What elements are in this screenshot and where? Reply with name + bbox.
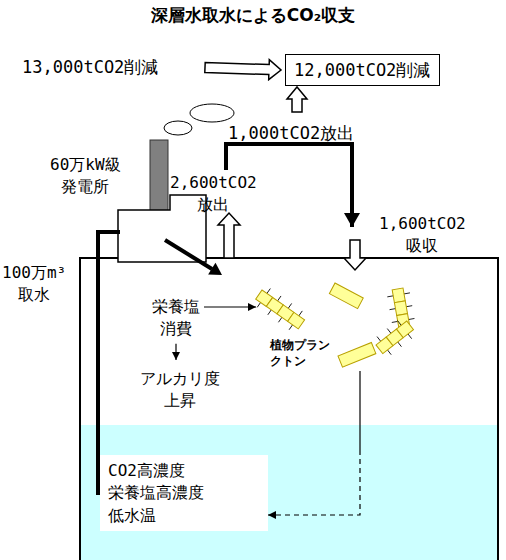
deep-water-text: CO2高濃度 栄養塩高濃度 低水温: [108, 460, 204, 527]
plankton-cell: [394, 301, 407, 316]
plankton-rod: [338, 343, 376, 368]
arrowhead: [344, 213, 360, 227]
plankton-area: 植物プラン クトン: [256, 283, 421, 371]
plankton-chain: [372, 316, 417, 358]
plankton-cell: [288, 312, 305, 328]
hollow-arrow: [205, 60, 281, 80]
connector-line: [359, 371, 360, 450]
absorption-node: 1,600tCO2 吸収: [379, 213, 466, 258]
absorption-text: 1,600tCO2 吸収: [379, 213, 466, 258]
arrowhead: [268, 511, 276, 519]
connector: [172, 344, 180, 360]
edge-label: 1,000tCO2放出: [228, 122, 354, 145]
emission-node: 2,600tCO2 放出: [170, 172, 257, 217]
nutrient-node: 栄養塩 消費: [152, 296, 200, 341]
plankton-chain: [252, 285, 308, 334]
hollow-arrow: [344, 240, 366, 270]
plankton-label: 植物プラン クトン: [270, 338, 330, 369]
connector-dashed-line: [268, 450, 360, 515]
plankton-cell: [396, 321, 413, 338]
deep-water-box: CO2高濃度 栄養塩高濃度 低水温: [100, 455, 268, 531]
chimney: [150, 140, 168, 212]
hollow-arrow: [218, 213, 240, 258]
nutrient-text: 栄養塩 消費: [152, 296, 200, 341]
deep-water-layer: [81, 425, 497, 560]
connector: [268, 371, 360, 519]
smoke-cloud: [190, 104, 234, 122]
arrowhead: [248, 303, 256, 311]
hollow-arrow: [287, 87, 307, 112]
plankton-cell: [329, 283, 363, 309]
discharge-arrowhead: [208, 263, 222, 275]
plankton-chain: [386, 287, 415, 329]
alkalinity-node: アルカリ度 上昇: [140, 368, 220, 413]
discharge-line: [165, 240, 212, 269]
arrowhead: [172, 352, 180, 360]
emission-text: 2,600tCO2 放出: [170, 172, 257, 217]
reduction-node: 13,000tCO2削減: [22, 56, 158, 79]
result-text: 12,000tCO2削減: [294, 59, 430, 82]
connector: [204, 303, 256, 311]
intake-label: 100万m³ 取水: [2, 262, 66, 307]
plant-label: 60万kW級 発電所: [50, 154, 121, 199]
diagram-title: 深層水取水によるCO₂収支: [0, 4, 506, 27]
power-plant-building: [118, 195, 206, 262]
plankton-cell: [338, 343, 376, 368]
smoke-cloud: [164, 121, 192, 135]
result-box: 12,000tCO2削減: [285, 54, 440, 86]
plankton-cell: [392, 288, 405, 303]
connector: [205, 60, 281, 80]
plankton-rod: [329, 283, 363, 309]
connector-line: [175, 344, 176, 360]
connector-line: [204, 306, 256, 307]
water-tank: [80, 258, 498, 560]
alkalinity-text: アルカリ度 上昇: [140, 368, 220, 413]
reduction-text: 13,000tCO2削減: [22, 56, 158, 79]
